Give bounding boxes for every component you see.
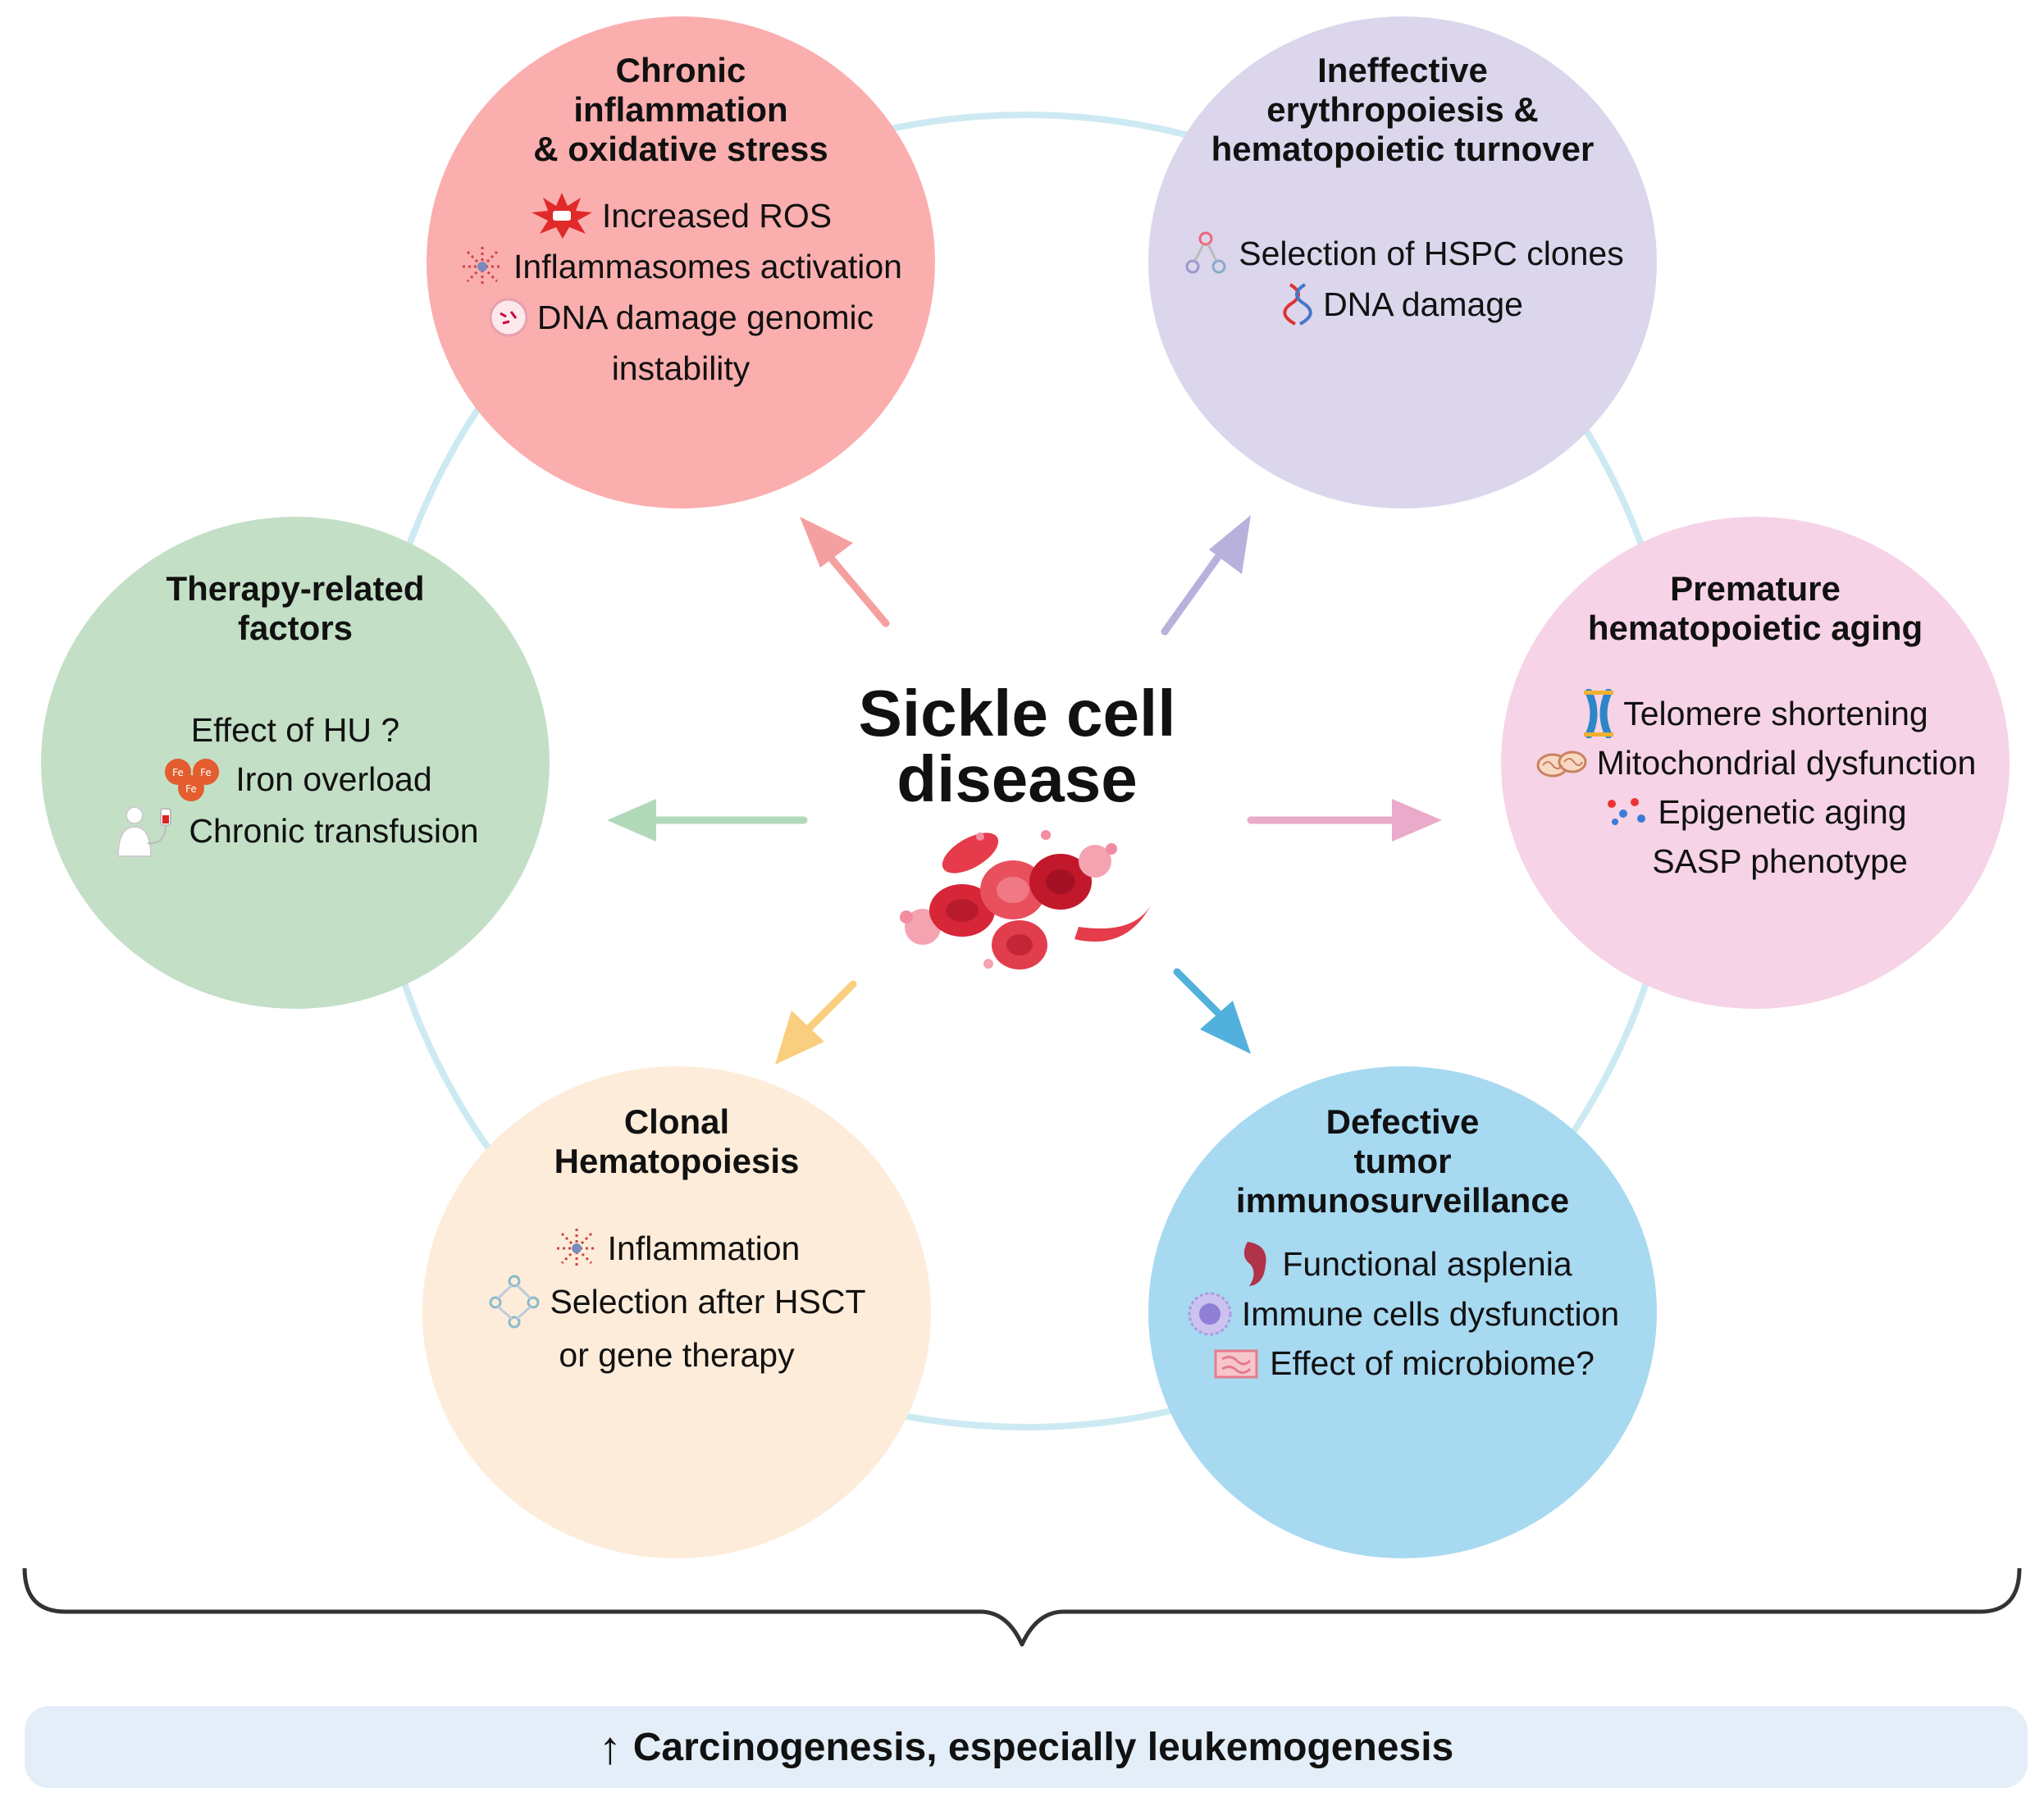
item-text: Inflammation [607,1229,801,1267]
epigenetic-marks-icon [1608,798,1646,825]
arrow-to-erythropoiesis [1161,515,1251,636]
list-item: Selection after HSCT [422,1273,931,1330]
item-text: Selection of HSPC clones [1239,235,1624,272]
svg-text:Fe: Fe [173,767,185,778]
stem-cell-network-icon [489,1275,540,1329]
list-item: or gene therapy [422,1330,931,1380]
item-text: Chronic transfusion [189,812,479,850]
arrow-to-clonal [775,980,857,1065]
item-text: Telomere shortening [1623,695,1928,732]
list-item: Mitochondrial dysfunction [1501,738,2010,787]
item-text: Effect of microbiome? [1270,1344,1595,1382]
circle-title: Premature hematopoietic aging [1587,569,1923,647]
mitochondria-icon [1536,750,1587,778]
arrow-to-therapy [607,799,808,842]
curly-brace [22,1567,2022,1647]
item-text: Increased ROS [601,197,833,235]
list-item: Functional asplenia [1148,1239,1657,1289]
list-item: DNA damage genomic [427,292,935,343]
list-item: Selection of HSPC clones [1148,228,1657,279]
circle-title: Clonal Hematopoiesis [554,1102,800,1180]
circle-erythropoiesis: Ineffective erythropoiesis & hematopoiet… [1148,16,1657,509]
circle-title: Therapy-related factors [166,569,425,647]
center-title: Sickle cell disease [858,677,1176,815]
dna-helix-icon [1283,283,1312,326]
list-item: Effect of microbiome? [1148,1339,1657,1388]
circle-inflammation: Chronic inflammation & oxidative stress … [427,16,935,509]
circle-title: Defective tumor immunosurveillance [1235,1102,1570,1220]
item-list: Effect of HU ? Fe Fe Fe Iron overload [41,705,550,858]
item-text: DNA damage [1323,285,1523,323]
arrow-to-immuno [1173,968,1251,1054]
list-item: Immune cells dysfunction [1148,1289,1657,1339]
red-blood-cells-icon [900,830,1152,969]
list-item: instability [427,343,935,394]
item-text: instability [611,349,751,387]
item-list: Inflammation Selection after HSCT or gen… [422,1224,931,1380]
circle-immunosurveillance: Defective tumor immunosurveillance Funct… [1148,1066,1657,1558]
list-item: Increased ROS [427,190,935,241]
up-arrow-icon: ↑ [598,1721,622,1773]
inflammasome-icon [463,247,503,286]
list-item: SASP phenotype [1501,837,2010,886]
item-text: Immune cells dysfunction [1241,1295,1620,1333]
dna-damage-cell-icon [489,298,528,337]
item-list: Functional asplenia Immune cells dysfunc… [1148,1239,1657,1388]
item-text: Functional asplenia [1282,1245,1572,1283]
list-item: Chronic transfusion [41,804,550,858]
item-text: DNA damage genomic [536,299,874,336]
list-item: Telomere shortening [1501,689,2010,738]
iron-fe-icon: Fe Fe Fe [165,759,220,801]
item-text: Mitochondrial dysfunction [1596,744,1977,782]
item-text: Inflammasomes activation [513,248,902,285]
item-text: SASP phenotype [1652,842,1908,880]
item-text: or gene therapy [559,1336,795,1374]
circle-therapy-related: Therapy-related factors Effect of HU ? F… [41,517,550,1009]
item-text: Effect of HU ? [190,711,400,749]
item-list: Telomere shortening Mitochondrial dysfun… [1501,689,2010,886]
circle-title: Chronic inflammation & oxidative stress [533,51,828,168]
item-list: Increased ROS Inflammasomes activation [427,190,935,394]
item-list: Selection of HSPC clones DNA damage [1148,228,1657,330]
svg-text:Fe: Fe [186,783,198,795]
circle-clonal-hematopoiesis: Clonal Hematopoiesis Inflammation [422,1066,931,1558]
circle-aging: Premature hematopoietic aging Telomere s… [1501,517,2010,1009]
list-item: Inflammasomes activation [427,241,935,292]
list-item: Inflammation [422,1224,931,1273]
list-item: Fe Fe Fe Iron overload [41,755,550,804]
item-text: Epigenetic aging [1658,793,1907,831]
item-text: Iron overload [235,760,432,798]
arrow-to-inflammation [800,517,890,627]
list-item: DNA damage [1148,279,1657,330]
spleen-icon [1244,1242,1266,1286]
transfusion-icon [117,806,172,857]
arrow-to-aging [1247,799,1442,842]
outcome-bar: ↑ Carcinogenesis, especially leukemogene… [25,1706,2028,1788]
list-item: Effect of HU ? [41,705,550,755]
outcome-text: Carcinogenesis, especially leukemogenesi… [632,1725,1454,1769]
inflammation-icon [556,1229,596,1268]
circle-title: Ineffective erythropoiesis & hematopoiet… [1211,51,1595,168]
chromosome-icon [1584,689,1614,738]
list-item: Epigenetic aging [1501,787,2010,837]
item-text: Selection after HSCT [550,1283,866,1321]
immune-cell-icon [1188,1292,1232,1336]
hspc-clones-icon [1185,231,1226,274]
ros-burst-icon [531,193,592,239]
svg-text:Fe: Fe [201,767,212,778]
intestine-icon [1214,1349,1258,1379]
